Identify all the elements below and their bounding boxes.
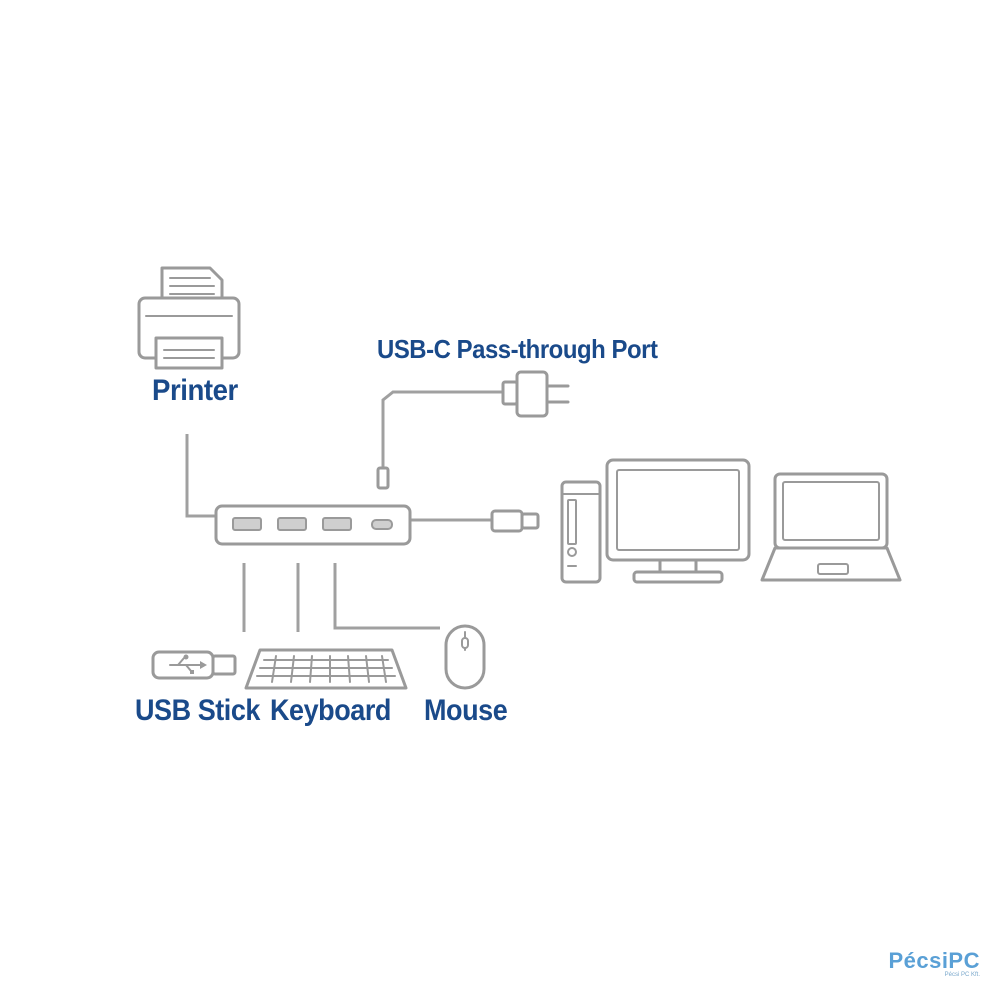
usb-hub-icon — [214, 504, 412, 546]
printer-label: Printer — [152, 374, 238, 407]
mouse-cable — [333, 563, 440, 630]
usb-stick-label: USB Stick — [135, 694, 261, 727]
usb-stick-icon — [151, 650, 237, 680]
laptop-icon — [760, 472, 902, 582]
mouse-icon — [444, 624, 486, 690]
usb-c-plug-icon — [376, 466, 390, 490]
mouse-label: Mouse — [424, 694, 508, 727]
desktop-tower-icon — [560, 480, 602, 584]
monitor-icon — [605, 458, 751, 584]
keyboard-label: Keyboard — [270, 694, 391, 727]
printer-icon — [137, 266, 241, 370]
watermark-sub: Pécsi PC Kft. — [944, 972, 980, 978]
power-adapter-icon — [501, 370, 570, 418]
printer-cable — [185, 434, 216, 518]
watermark: PécsiPC Pécsi PC Kft. — [888, 948, 980, 978]
keyboard-icon — [244, 648, 408, 690]
watermark-brand: PécsiPC — [888, 948, 980, 973]
pass-through-port-label: USB-C Pass-through Port — [377, 334, 658, 364]
host-usb-plug-icon — [490, 509, 540, 533]
pass-through-cable — [381, 390, 503, 470]
connection-wires — [185, 390, 503, 632]
